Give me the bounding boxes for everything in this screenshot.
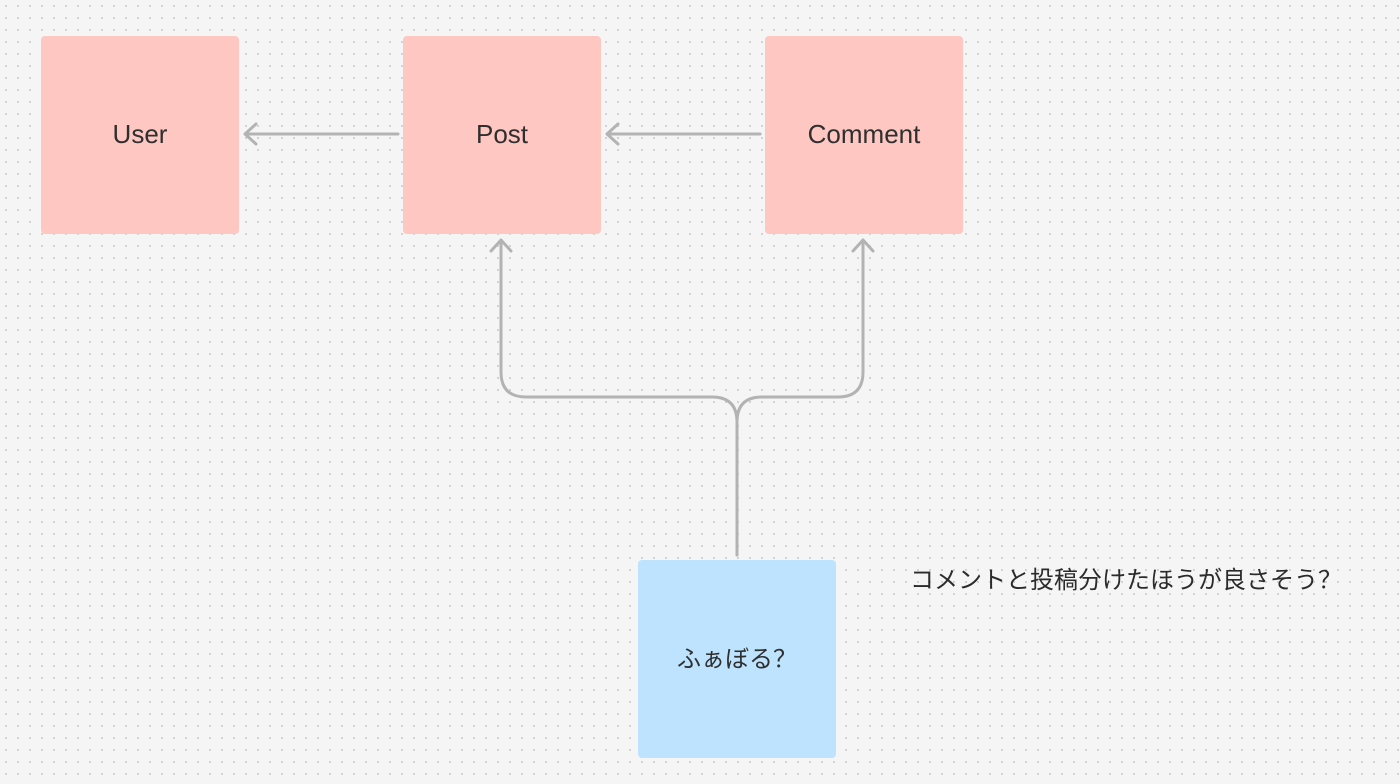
sticky-user-label: User — [112, 119, 168, 150]
sticky-fabo-label: ふぁぼる？ — [677, 644, 797, 673]
connector-fabo-to-post[interactable] — [489, 238, 739, 557]
sticky-fabo[interactable]: ふぁぼる？ — [638, 560, 836, 758]
sticky-user[interactable]: User — [41, 36, 239, 234]
connector-post-to-user[interactable] — [243, 122, 400, 146]
connector-fabo-to-comment[interactable] — [735, 238, 875, 557]
sticky-comment[interactable]: Comment — [765, 36, 963, 234]
note-text[interactable]: コメントと投稿分けたほうが良さそう？ — [910, 566, 1342, 594]
connector-comment-to-post[interactable] — [605, 122, 762, 146]
sticky-comment-label: Comment — [807, 119, 921, 150]
sticky-post-label: Post — [475, 119, 529, 150]
sticky-post[interactable]: Post — [403, 36, 601, 234]
